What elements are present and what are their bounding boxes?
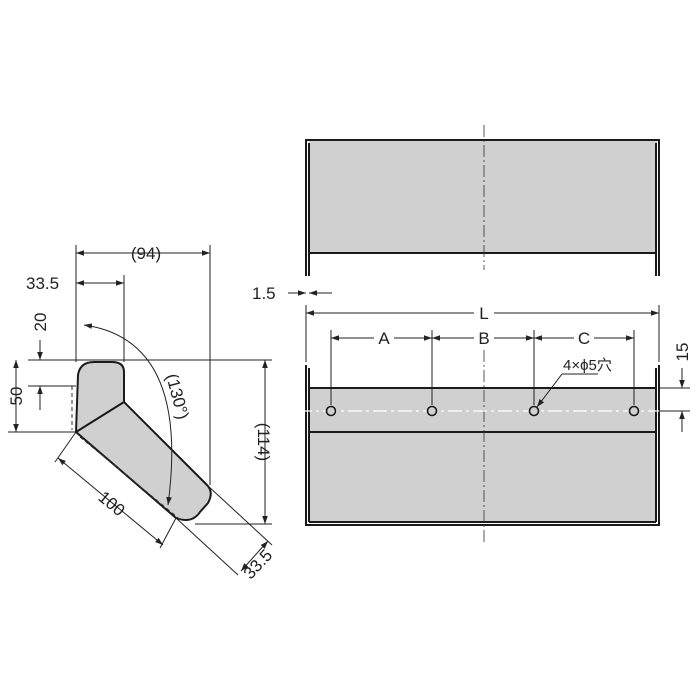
dim-b-label: B bbox=[478, 329, 489, 348]
hole-spec-label: 4×ϕ5穴 bbox=[563, 357, 612, 374]
dim-line-100 bbox=[57, 457, 164, 546]
dim-l-label: L bbox=[479, 304, 488, 323]
dim-c-label: C bbox=[578, 329, 590, 348]
dim-a-label: A bbox=[378, 329, 390, 348]
front-view: L A B C 4×ϕ5穴 15 bbox=[298, 302, 692, 545]
dim-50-label: 50 bbox=[7, 387, 26, 406]
dim-a-label-bg bbox=[374, 327, 394, 347]
top-view-outline bbox=[305, 139, 660, 276]
mounting-hole-1 bbox=[325, 405, 337, 417]
dim-33-5-top-label: 33.5 bbox=[26, 274, 59, 293]
mounting-hole-4 bbox=[628, 405, 640, 417]
dim-c-label-bg bbox=[574, 327, 594, 347]
ext-line-33-a bbox=[206, 484, 273, 546]
ext-line-33-b bbox=[175, 517, 239, 576]
top-view-body bbox=[309, 141, 657, 253]
dim-94-label: (94) bbox=[131, 244, 161, 263]
ext-line-100-a bbox=[54, 431, 77, 463]
dim-20-label: 20 bbox=[31, 313, 50, 332]
mounting-hole-2 bbox=[426, 405, 438, 417]
dim-arc-130 bbox=[83, 323, 173, 506]
top-view: 1.5 bbox=[252, 125, 660, 303]
dim-b-label-bg bbox=[474, 327, 494, 347]
mounting-hole-3 bbox=[528, 405, 540, 417]
front-view-outline bbox=[305, 365, 660, 526]
front-view-flange bbox=[309, 388, 657, 432]
dim-15-label: 15 bbox=[673, 343, 692, 362]
dim-1-5-label: 1.5 bbox=[252, 284, 276, 303]
front-view-lower-body bbox=[309, 432, 657, 522]
side-view: (94) 33.5 20 50 (130°) (114) 100 33.5 bbox=[7, 244, 276, 583]
hole-leader-diagonal bbox=[536, 373, 563, 408]
dim-line-33-5-bottom bbox=[240, 540, 269, 572]
ext-line-100-b bbox=[159, 517, 177, 549]
dim-33-5-bottom-label: 33.5 bbox=[240, 546, 276, 583]
side-profile-shape bbox=[74, 361, 212, 521]
dim-114-label: (114) bbox=[254, 423, 273, 461]
dim-130-label: (130°) bbox=[162, 372, 192, 422]
dim-l-label-bg bbox=[474, 302, 494, 322]
